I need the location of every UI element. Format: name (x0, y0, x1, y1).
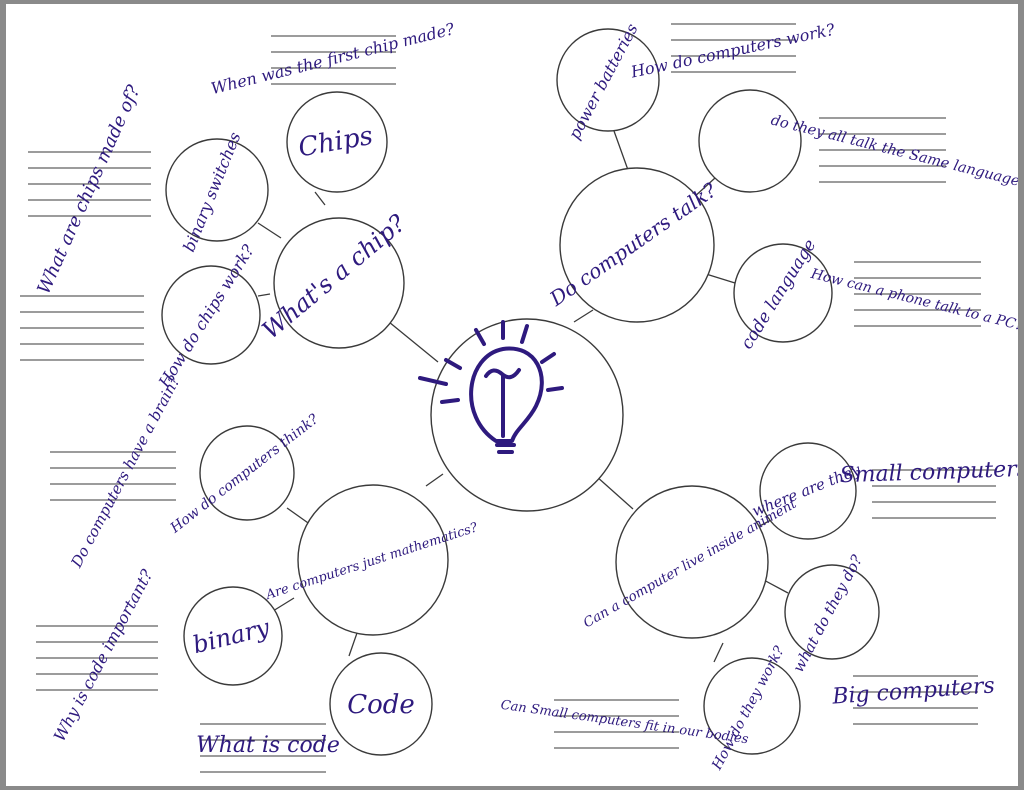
answer-lines-chips-made-of (28, 151, 151, 217)
answer-lines-how-chips-work (20, 295, 144, 361)
connector-center-talk (573, 309, 594, 323)
node-code-label: Code (347, 690, 415, 720)
node-power-circle (556, 28, 660, 132)
connectors (257, 130, 789, 663)
question-first-chip: When was the first chip made? (209, 19, 457, 98)
connector-chip-chips (314, 191, 326, 206)
node-how-work-circle (703, 657, 801, 755)
question-chips-made-of: What are chips made of? (33, 82, 144, 298)
node-live-circle (615, 485, 769, 639)
answer-lines-big-computers (853, 675, 978, 725)
node-binary-circle (183, 586, 283, 686)
center-circle (430, 318, 624, 512)
connector-talk-power (613, 130, 629, 171)
question-code-important: Why is code important? (50, 566, 157, 745)
connector-live-how-work (713, 642, 724, 663)
question-phone-to-pc: How can a phone talk to a PC? (808, 266, 1018, 335)
node-empty-circle (698, 89, 802, 193)
question-big-computers: Big computers (831, 673, 996, 709)
connector-center-live (595, 475, 634, 510)
question-same-language: do they all talk the Same language? (769, 112, 1018, 191)
lightbulb-icon (418, 320, 564, 454)
answer-lines-what-is-code (200, 723, 326, 773)
answer-lines (20, 23, 996, 773)
node-what-do-circle (784, 564, 880, 660)
circles (161, 28, 880, 756)
connector-math-think (286, 507, 312, 526)
answer-lines-same-language (819, 117, 946, 183)
answer-lines-first-chip (271, 35, 396, 85)
question-what-is-code: What is code (196, 733, 340, 758)
answer-lines-phone-to-pc (854, 261, 981, 327)
answer-lines-brain (50, 451, 176, 501)
connector-talk-code-language (705, 273, 736, 284)
mind-map: What's a chip? Chips binary switches How… (20, 19, 1018, 773)
node-code-language-circle (733, 243, 833, 343)
connector-talk-empty (692, 177, 716, 199)
answer-lines-how-computers-work (671, 23, 796, 73)
node-where-circle (759, 442, 857, 540)
connector-center-chip (388, 321, 439, 363)
connector-math-code (348, 632, 358, 657)
node-chips-circle (286, 91, 388, 193)
question-small-computers: Small computers (839, 457, 1018, 489)
connector-center-math (425, 473, 444, 487)
connector-chip-binary-switches (257, 222, 282, 239)
answer-lines-small-computers (872, 469, 996, 519)
mind-map-sheet: What's a chip? Chips binary switches How… (6, 4, 1018, 786)
answer-lines-code-important (36, 625, 158, 691)
node-code-circle (329, 652, 433, 756)
answer-lines-small-in-bodies (554, 699, 679, 749)
node-how-chips-circle (161, 265, 261, 365)
connector-math-binary (272, 597, 295, 612)
node-chip-circle (273, 217, 405, 349)
question-brain: Do computers have a brain? (67, 372, 184, 571)
node-talk-circle (559, 167, 715, 323)
connector-chip-how-chips (257, 293, 271, 297)
node-binary-switches-circle (165, 138, 269, 242)
node-think-circle (199, 425, 295, 521)
node-math-circle (297, 484, 449, 636)
